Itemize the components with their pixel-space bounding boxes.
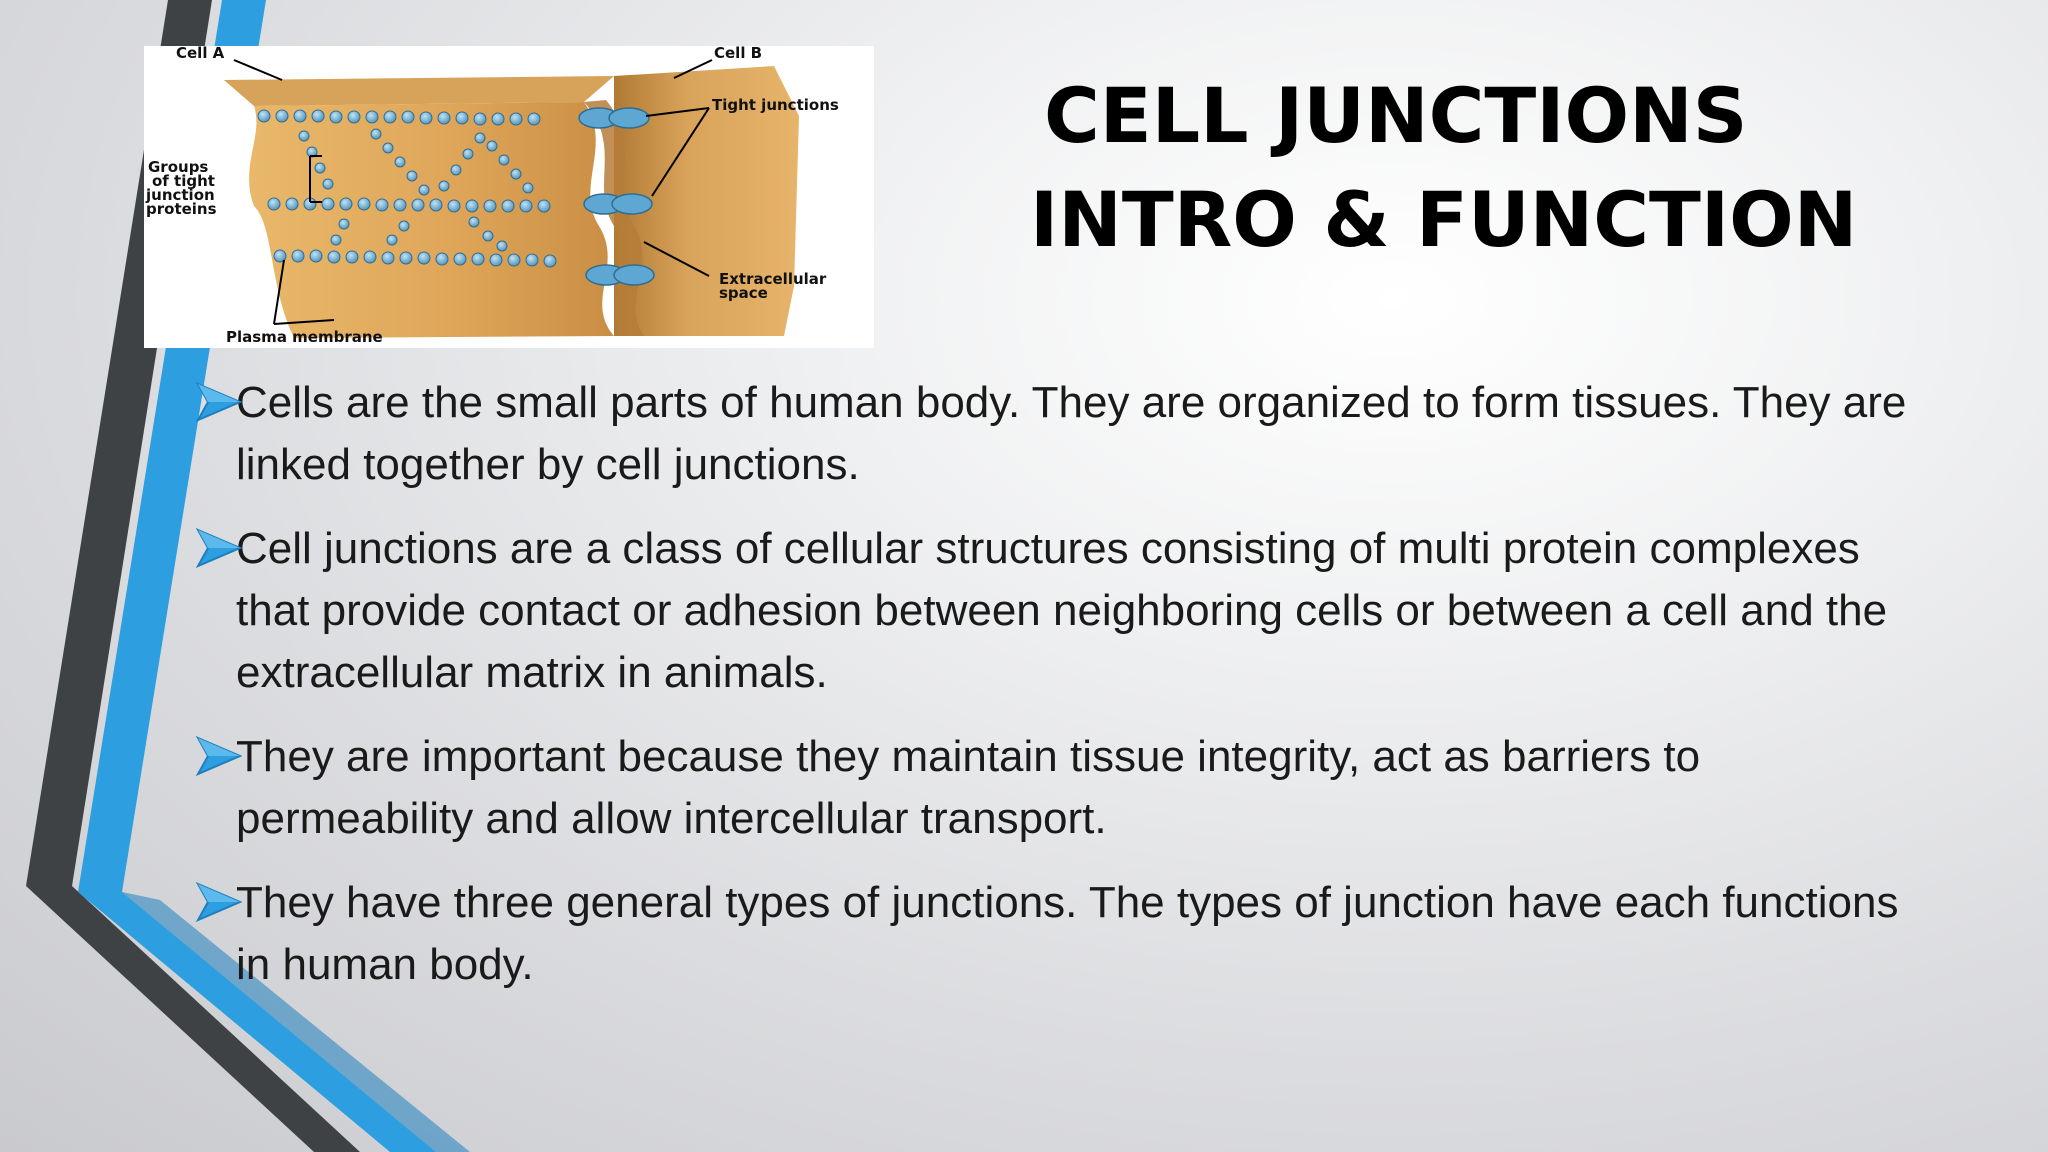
arrowhead-bullet-icon xyxy=(195,527,242,569)
bullet-text: Cells are the small parts of human body.… xyxy=(236,378,1907,489)
bullet-text: They have three general types of junctio… xyxy=(236,878,1899,989)
arrowhead-bullet-icon xyxy=(195,881,242,923)
label-extracellular-2: space xyxy=(719,284,768,302)
arrowhead-bullet-icon xyxy=(195,735,242,777)
label-extracellular-1: Extracellular xyxy=(719,270,827,288)
title-line-1: CELL JUNCTIONS xyxy=(1044,71,1748,160)
label-cell-a: Cell A xyxy=(176,46,225,62)
label-groups-1: Groups xyxy=(148,158,208,176)
label-plasma-membrane: Plasma membrane xyxy=(226,328,383,346)
slide-title: CELL JUNCTIONS INTRO & FUNCTION xyxy=(960,64,1900,272)
bullet-item: They are important because they maintain… xyxy=(188,726,1908,850)
cell-a-top xyxy=(224,76,614,106)
bullet-text: They are important because they maintain… xyxy=(236,732,1701,843)
tight-junction-diagram: Cell A Cell B Tight junctions Groups of … xyxy=(144,46,874,348)
bullet-list: Cells are the small parts of human body.… xyxy=(188,372,1908,1018)
arrowhead-bullet-icon xyxy=(195,381,242,423)
label-groups-3: junction xyxy=(145,186,215,204)
label-tight-junctions: Tight junctions xyxy=(712,96,839,114)
junction-strands xyxy=(257,109,557,268)
blue-stripe-lower xyxy=(78,892,436,1152)
tight-junction-ovals xyxy=(578,107,655,286)
bullet-item: They have three general types of junctio… xyxy=(188,872,1908,996)
label-groups-2: of tight xyxy=(152,172,215,190)
title-line-2: INTRO & FUNCTION xyxy=(1030,175,1858,264)
dark-stripe-lower xyxy=(26,886,360,1152)
label-cell-b: Cell B xyxy=(714,46,762,62)
blue-stripe-shadow xyxy=(122,892,470,1152)
bullet-item: Cell junctions are a class of cellular s… xyxy=(188,518,1908,704)
bullet-item: Cells are the small parts of human body.… xyxy=(188,372,1908,496)
cell-a-body xyxy=(249,102,614,338)
label-groups-4: proteins xyxy=(146,200,217,218)
bullet-text: Cell junctions are a class of cellular s… xyxy=(236,524,1888,697)
label-leader-lines xyxy=(233,59,713,325)
cell-b-shape xyxy=(614,66,799,336)
